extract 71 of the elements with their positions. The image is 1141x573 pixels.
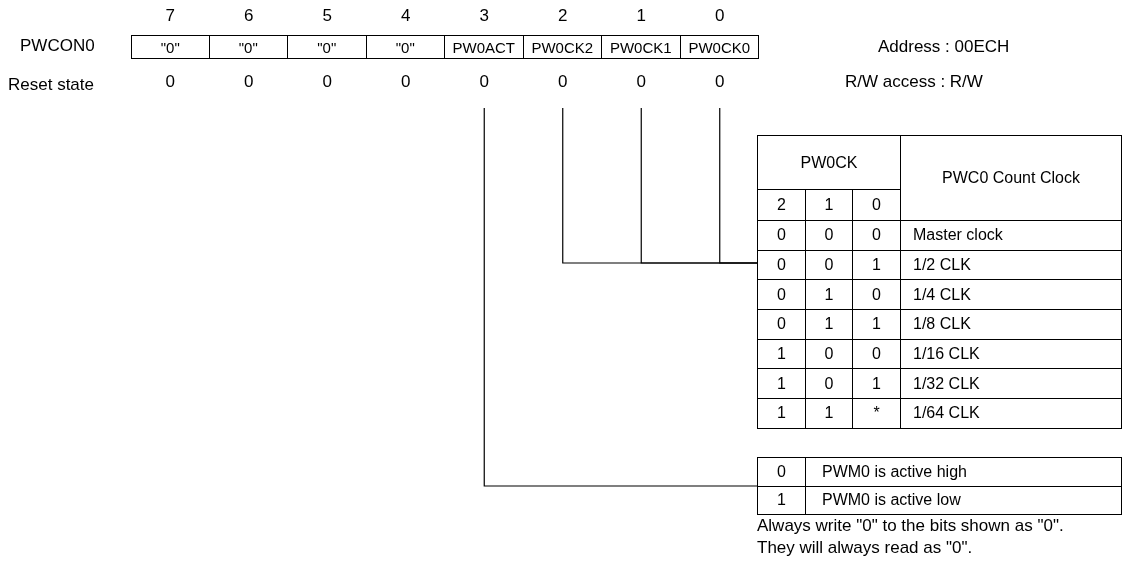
reset-value: 0 — [558, 72, 568, 92]
bit-setting-table — [757, 457, 1122, 515]
access-text: R/W access : R/W — [845, 72, 983, 92]
table-cell: 1 — [758, 399, 806, 429]
register-bit-field: "0" — [209, 35, 288, 59]
bit-number: 2 — [558, 6, 568, 26]
table-cell: 0 — [758, 310, 806, 340]
column-header: 2 — [758, 190, 806, 221]
table-cell: 0 — [806, 221, 853, 251]
table-cell: 0 — [853, 339, 901, 370]
register-bit-field: "0" — [288, 35, 367, 59]
note-text: They will always read as "0". — [757, 538, 973, 558]
reset-value: 0 — [244, 72, 254, 92]
table-cell: 1/32 CLK — [901, 369, 1122, 400]
column-header: 0 — [853, 190, 901, 221]
reset-value: 0 — [715, 72, 725, 92]
table-cell: * — [853, 399, 901, 429]
table-cell: 1 — [806, 399, 853, 429]
reset-value: 0 — [401, 72, 411, 92]
table-cell: 1/64 CLK — [901, 399, 1122, 429]
bit-number: 7 — [165, 6, 175, 26]
reset-value: 0 — [479, 72, 489, 92]
bit-number: 5 — [322, 6, 332, 26]
table-cell: 0 — [853, 280, 901, 311]
connector-line — [483, 107, 758, 487]
table-cell: 0 — [806, 369, 853, 400]
reset-value: 0 — [322, 72, 332, 92]
table-cell: 0 — [758, 221, 806, 251]
register-bit-field: PW0CK1 — [602, 35, 681, 59]
table-cell: PWM0 is active high — [806, 458, 1122, 487]
table-cell: 1 — [758, 486, 806, 515]
bit-number: 0 — [715, 6, 725, 26]
bit-number: 1 — [636, 6, 646, 26]
table-cell: 1 — [758, 369, 806, 400]
table-cell: 1 — [853, 310, 901, 340]
table-cell: 1/2 CLK — [901, 250, 1122, 281]
column-header: PWC0 Count Clock — [901, 136, 1122, 221]
table-cell: 0 — [758, 250, 806, 281]
register-name: PWCON0 — [20, 36, 95, 56]
register-bit-field: PW0CK0 — [680, 35, 759, 59]
reset-value: 0 — [165, 72, 175, 92]
address-text: Address : 00ECH — [878, 37, 1010, 57]
register-bit-field: "0" — [131, 35, 210, 59]
table-cell: 0 — [758, 458, 806, 487]
table-cell: 1 — [806, 310, 853, 340]
table-cell: 1/16 CLK — [901, 339, 1122, 370]
column-header: PW0CK — [758, 136, 901, 190]
table-cell: 0 — [758, 280, 806, 311]
table-cell: 1 — [853, 369, 901, 400]
connector-line — [719, 107, 758, 264]
row-label: Reset state — [8, 75, 94, 95]
register-bit-field: "0" — [366, 35, 445, 59]
table-cell: 1/8 CLK — [901, 310, 1122, 340]
table-cell: 1 — [758, 339, 806, 370]
register-bit-field: PW0CK2 — [523, 35, 602, 59]
bit-number: 4 — [401, 6, 411, 26]
table-cell: 0 — [806, 339, 853, 370]
table-cell: 0 — [806, 250, 853, 281]
bit-number: 3 — [479, 6, 489, 26]
register-bit-field: PW0ACT — [445, 35, 524, 59]
table-cell: 0 — [853, 221, 901, 251]
table-cell: 1 — [853, 250, 901, 281]
note-text: Always write "0" to the bits shown as "0". — [757, 516, 1064, 536]
table-cell: 1/4 CLK — [901, 280, 1122, 311]
table-cell: PWM0 is active low — [806, 486, 1122, 515]
table-cell: 1 — [806, 280, 853, 311]
table-cell: Master clock — [901, 221, 1122, 251]
bit-setting-table — [757, 135, 1122, 429]
bit-number: 6 — [244, 6, 254, 26]
column-header: 1 — [806, 190, 853, 221]
reset-value: 0 — [636, 72, 646, 92]
